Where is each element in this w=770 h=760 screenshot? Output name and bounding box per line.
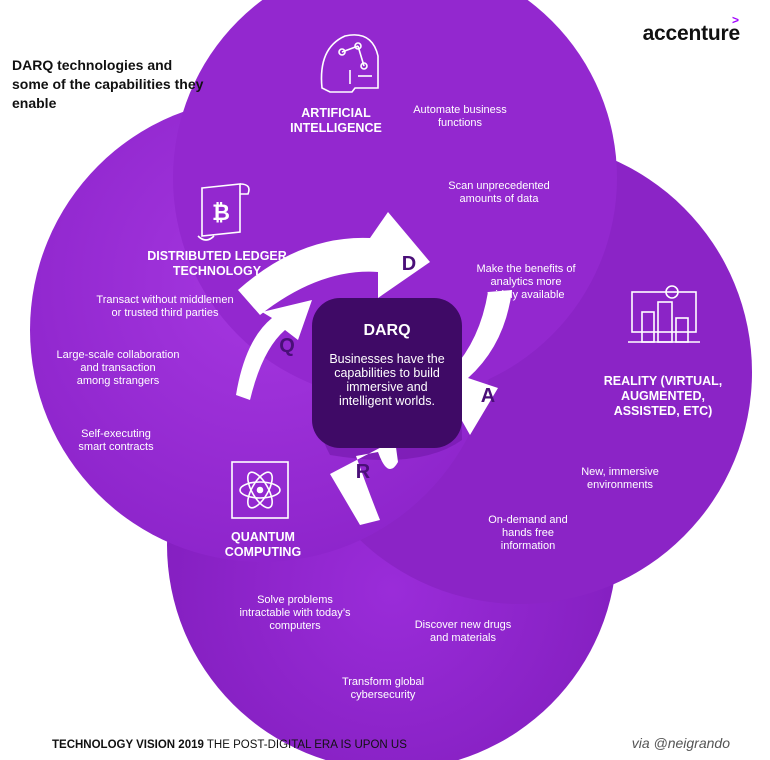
bitcoin-scroll-icon: ₿ [197,183,250,241]
footer-caption-bold: TECHNOLOGY VISION 2019 [52,739,204,751]
dlt-heading-line1: DISTRIBUTED LEDGER [147,249,287,263]
ar-city-icon [628,285,700,343]
darq-center-box [312,298,462,448]
dlt-heading: DISTRIBUTED LEDGER TECHNOLOGY [132,249,302,279]
ai-capability-2: Scan unprecedented amounts of data [448,180,550,205]
arrow-letter-q: Q [279,335,295,357]
credit-text: via @neigrando [631,735,730,751]
ai-heading-line1: ARTIFICIAL [301,106,371,120]
reality-capability-1: New, immersive environments [581,466,659,491]
quantum-capability-3: Transform global cybersecurity [341,676,425,701]
dlt-capability-3: Self-executing smart contracts [78,428,154,453]
footer-caption-rest: THE POST-DIGITAL ERA IS UPON US [206,739,407,751]
darq-center-title: DARQ [363,322,411,339]
accenture-logo: accenture [642,22,741,45]
arrow-q [236,300,312,400]
ai-heading-line2: INTELLIGENCE [290,121,382,135]
atom-chip-icon [231,461,289,519]
dlt-heading-line2: TECHNOLOGY [172,264,262,278]
reality-heading-line1: REALITY (VIRTUAL, [603,374,723,388]
arrow-letter-a: A [480,385,496,407]
intro-title: DARQ technologies and some of the capabi… [12,57,204,111]
quantum-heading-line2: COMPUTING [224,545,302,559]
dlt-capability-1: Transact without middlemen or trusted th… [96,294,234,319]
reality-heading: REALITY (VIRTUAL, AUGMENTED, ASSISTED, E… [588,374,738,419]
reality-heading-line3: ASSISTED, ETC) [613,404,713,418]
svg-text:₿: ₿ [212,201,230,226]
accenture-mark-icon: > [731,13,739,27]
ai-head-icon [320,34,379,93]
footer-caption: TECHNOLOGY VISION 2019 THE POST-DIGITAL … [52,739,407,751]
darq-center-body: Businesses have the capabilities to buil… [329,352,445,408]
arrow-letter-r: R [355,461,371,483]
ai-capability-3: Make the benefits of analytics more wide… [476,263,576,301]
ai-heading: ARTIFICIAL INTELLIGENCE [276,106,396,136]
ai-capability-1: Automate business functions [413,104,507,129]
quantum-capability-2: Discover new drugs and materials [414,619,512,644]
quantum-heading-line1: QUANTUM [231,530,295,544]
quantum-heading: QUANTUM COMPUTING [208,530,318,560]
quantum-capability-1: Solve problems intractable with today’s … [239,594,351,632]
dlt-capability-2: Large-scale collaboration and transactio… [56,349,180,387]
arrow-d [238,212,430,315]
reality-heading-line2: AUGMENTED, [620,389,706,403]
arrow-letter-d: D [401,253,417,275]
arrow-r [330,440,398,525]
reality-capability-2: On-demand and hands free information [488,514,568,552]
